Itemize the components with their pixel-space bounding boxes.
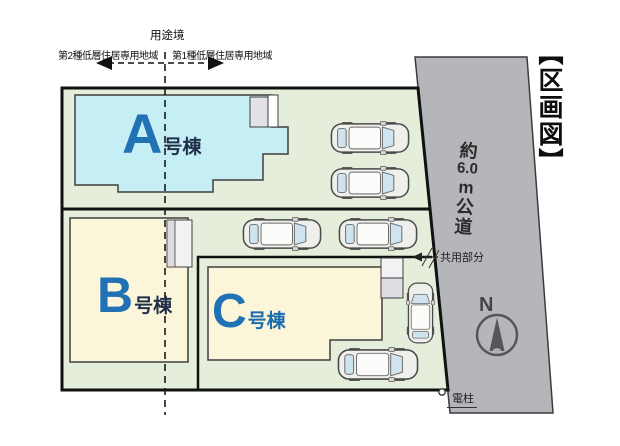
road-label-unit: m: [457, 177, 475, 198]
building-c-letter: C: [212, 285, 247, 338]
compass-needle-base: [493, 348, 501, 353]
car-icon: [338, 217, 418, 251]
car-icon: [406, 282, 435, 344]
zoning-boundary-label: 用途境: [150, 30, 185, 42]
plot-c-boundary: [196, 255, 432, 389]
building-a-porch: [249, 96, 269, 128]
north-label: N: [479, 294, 494, 316]
road-width-label: 約 6.0 m 公 道: [445, 140, 488, 239]
building-b-letter: B: [97, 267, 134, 323]
car-icon: [242, 217, 322, 251]
common-area-hatch: [428, 249, 440, 269]
car-icon: [337, 347, 419, 382]
common-area-hatch: [421, 247, 433, 267]
building-a-letter: A: [122, 102, 163, 165]
road-label-char: 約: [458, 140, 479, 162]
road-label-char: 道: [453, 216, 474, 238]
common-area-label: 共用部分: [440, 252, 484, 264]
car-icon: [330, 121, 410, 155]
building-c-suffix: 号棟: [247, 311, 286, 332]
building-c-label: C 号棟: [212, 288, 286, 336]
arrow-right-icon: [208, 56, 224, 70]
building-a-label: A 号棟: [122, 106, 201, 162]
car-icon: [330, 166, 410, 200]
utility-pole-icon: [438, 388, 446, 396]
building-b-porch-step: [166, 219, 176, 268]
compass-needle-icon: [489, 317, 505, 351]
compass-circle: [475, 313, 519, 357]
zone-left-label: 第2種低層住居専用地域: [58, 51, 159, 62]
building-c-porch: [380, 257, 404, 279]
building-b-suffix: 号棟: [134, 296, 173, 317]
road-label-char: 公: [455, 196, 475, 218]
zone-right-label: 第1種低層住居専用地域: [172, 51, 273, 62]
building-b-label: B 号棟: [97, 270, 172, 320]
page-title: 【区画図】: [535, 40, 563, 175]
arrow-left-icon: [96, 56, 112, 70]
building-a-porch-step: [267, 94, 279, 128]
utility-pole-tick: [444, 386, 449, 391]
building-a-suffix: 号棟: [163, 137, 202, 158]
building-c-porch-step: [380, 277, 404, 299]
common-area-arrow-icon: [412, 252, 422, 262]
utility-pole-label: 電柱: [447, 390, 477, 408]
